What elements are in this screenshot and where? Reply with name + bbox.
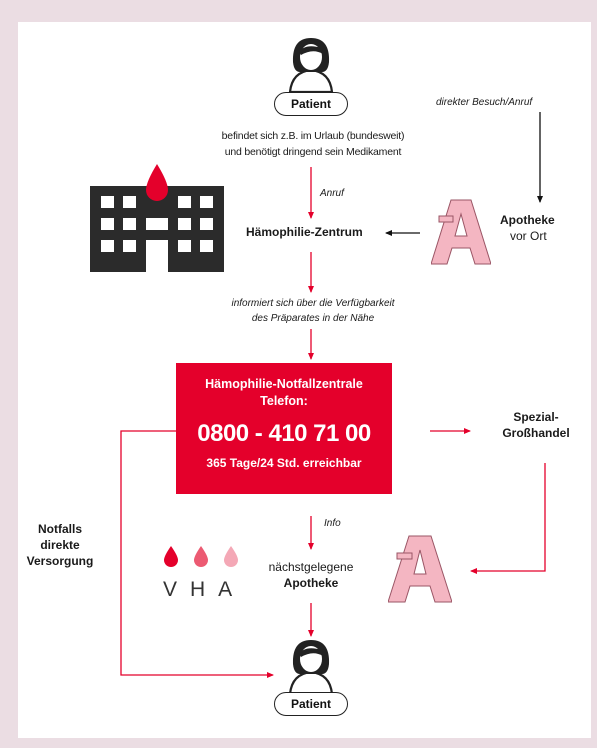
- wholesale-line-1: Spezial-: [513, 410, 559, 424]
- nearest-pharmacy-line-2: Apotheke: [283, 576, 339, 590]
- arrow-wholesale-to-pharmacy: [470, 463, 546, 574]
- emergency-supply-line-3: Versorgung: [26, 554, 94, 568]
- patient-top-label: Patient: [274, 92, 348, 116]
- patient-bottom-icon: [280, 634, 342, 694]
- patient-top-icon: [280, 32, 342, 92]
- flowchart-card: Patient befindet sich z.B. im Urlaub (bu…: [18, 22, 591, 738]
- emergency-availability: 365 Tage/24 Std. erreichbar: [206, 456, 362, 470]
- inform-line-1: informiert sich über die Verfügbarkeit: [231, 298, 395, 309]
- pharmacy-a-icon: [431, 198, 491, 268]
- emergency-center-box: Hämophilie-Notfallzentrale Telefon: 0800…: [176, 363, 392, 494]
- local-pharmacy-line-2: vor Ort: [510, 229, 547, 243]
- emergency-phone-number[interactable]: 0800 - 410 71 00: [197, 420, 371, 447]
- situation-line-1: befindet sich z.B. im Urlaub (bundesweit…: [221, 130, 405, 142]
- local-pharmacy-line-1: Apotheke: [500, 213, 555, 227]
- vha-logo-text: VHA: [163, 578, 246, 601]
- wholesale-line-2: Großhandel: [502, 426, 570, 440]
- emergency-phone-label: Telefon:: [260, 394, 308, 408]
- inform-line-2: des Präparates in der Nähe: [251, 313, 375, 324]
- situation-line-2: und benötigt dringend sein Medikament: [224, 146, 402, 158]
- connector-layer: [120, 112, 546, 678]
- edge-label-info: Info: [324, 518, 341, 529]
- emergency-supply-line-2: direkte: [40, 538, 80, 552]
- arrow-direct-supply: [120, 430, 274, 678]
- edge-label-direct-visit: direkter Besuch/Anruf: [436, 97, 533, 108]
- patient-bottom-label: Patient: [274, 692, 348, 716]
- emergency-center-name: Hämophilie-Notfallzentrale: [205, 377, 363, 391]
- vha-drops-icon: [161, 544, 241, 568]
- nearest-pharmacy-line-1: nächstgelegene: [268, 560, 354, 574]
- hospital-building-icon: [90, 164, 224, 272]
- edge-label-call: Anruf: [320, 188, 344, 199]
- emergency-supply-line-1: Notfalls: [37, 522, 82, 536]
- nearest-pharmacy-a-icon: [388, 534, 452, 606]
- hemophilia-center-label: Hämophilie-Zentrum: [246, 225, 363, 239]
